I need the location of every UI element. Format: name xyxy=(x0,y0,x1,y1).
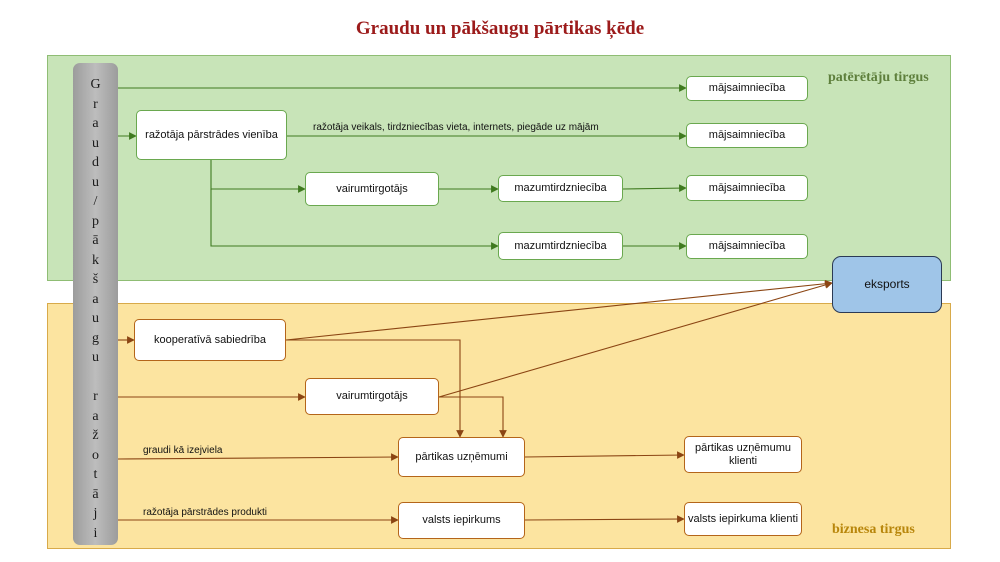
arrow-wholesaler-food xyxy=(439,396,507,438)
state-procurement-node: valsts iepirkums xyxy=(398,502,525,539)
processed-products-label: ražotāja pārstrādes produkti xyxy=(143,507,267,518)
grain-raw-material-label: graudi kā izejviela xyxy=(143,445,223,456)
household-node-3: mājsaimniecība xyxy=(686,175,808,201)
arrow-cooperative-export xyxy=(285,279,833,341)
arrow-producer-food xyxy=(117,453,399,461)
household-node-2: mājsaimniecība xyxy=(686,123,808,148)
food-company-clients-node: pārtikas uzņēmumu klienti xyxy=(684,436,802,473)
producers-label: G r a u d u / p ā k š a u g u r a ž o t … xyxy=(90,77,101,541)
arrow-procurement-clients xyxy=(524,515,685,523)
arrow-food-clients xyxy=(524,451,685,459)
arrow-processing-retail-2 xyxy=(210,189,499,250)
wholesaler-business-node: vairumtirgotājs xyxy=(305,378,439,415)
diagram-title: Graudu un pākšaugu pārtikas ķēde xyxy=(355,18,645,39)
arrow-retail-1-household-3 xyxy=(622,184,687,192)
arrow-cooperative-food xyxy=(286,339,464,438)
wholesaler-consumer-node: vairumtirgotājs xyxy=(305,172,439,206)
food-companies-node: pārtikas uzņēmumi xyxy=(398,437,525,477)
arrow-wholesaler-export xyxy=(438,281,833,398)
producers-bar: G r a u d u / p ā k š a u g u r a ž o t … xyxy=(73,63,118,545)
cooperative-node: kooperatīvā sabiedrība xyxy=(134,319,286,361)
shop-channels-label: ražotāja veikals, tirdzniecības vieta, i… xyxy=(313,122,599,133)
business-market-label: biznesa tirgus xyxy=(832,522,915,537)
household-node-4: mājsaimniecība xyxy=(686,234,808,259)
consumer-market-label: patērētāju tirgus xyxy=(828,70,929,85)
procurement-clients-node: valsts iepirkuma klienti xyxy=(684,502,802,536)
arrow-processing-wholesaler xyxy=(210,160,306,193)
household-node-1: mājsaimniecība xyxy=(686,76,808,101)
retail-node-1: mazumtirdzniecība xyxy=(498,175,623,202)
export-node: eksports xyxy=(832,256,942,313)
retail-node-2: mazumtirdzniecība xyxy=(498,232,623,260)
processing-unit-node: ražotāja pārstrādes vienība xyxy=(136,110,287,160)
